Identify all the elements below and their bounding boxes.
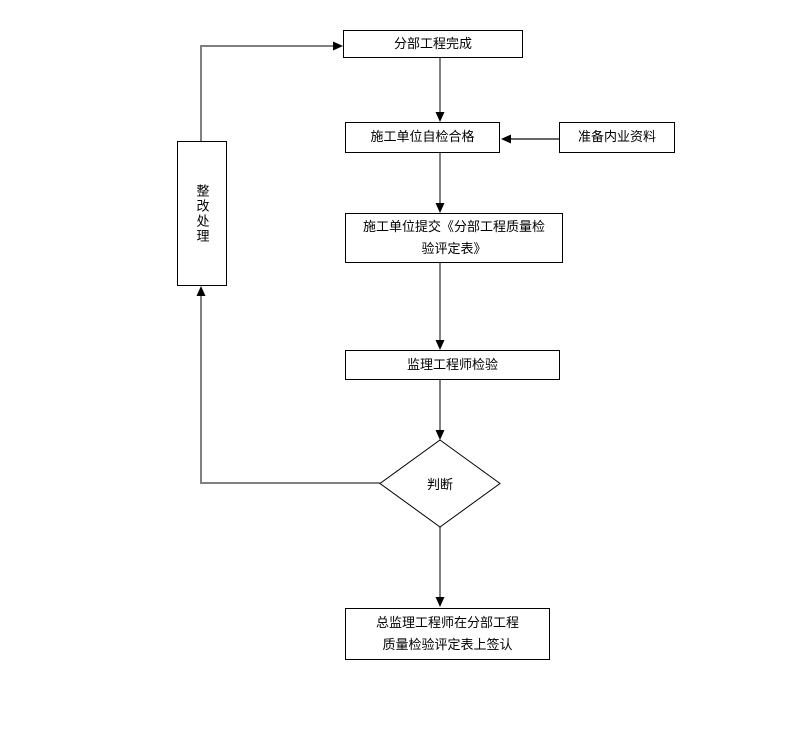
node-decision-label: 判断 [426, 477, 453, 492]
node-decision: 判断 [380, 440, 500, 527]
node-sign-off-label: 总监理工程师在分部工程 质量检验评定表上签认 [346, 612, 549, 656]
edge-prepare-docs-to-self-check [501, 134, 559, 144]
node-start: 分部工程完成 [343, 30, 523, 58]
edge-rectify-to-start [200, 41, 343, 141]
node-sign-off-line2: 质量检验评定表上签认 [382, 637, 513, 652]
node-sign-off: 总监理工程师在分部工程 质量检验评定表上签认 [345, 608, 550, 660]
node-submit-form-line2: 验评定表》 [421, 241, 487, 256]
edge-supervisor-check-to-decision [435, 380, 445, 440]
node-supervisor-check-label: 监理工程师检验 [406, 356, 498, 372]
node-prepare-docs: 准备内业资料 [559, 122, 675, 153]
node-rectify-label: 整改处理 [194, 183, 210, 244]
edge-self-check-to-submit-form [435, 153, 445, 213]
edge-decision-to-sign-off [435, 527, 445, 607]
node-prepare-docs-label: 准备内业资料 [577, 129, 656, 145]
node-submit-form-line1: 施工单位提交《分部工程质量检 [362, 218, 545, 234]
node-sign-off-line1: 总监理工程师在分部工程 [375, 614, 519, 630]
node-submit-form-label: 施工单位提交《分部工程质量检 验评定表》 [346, 216, 562, 260]
edge-decision-to-rectify [196, 286, 380, 484]
edge-submit-form-to-supervisor-check [435, 263, 445, 350]
node-start-label: 分部工程完成 [393, 35, 472, 51]
node-self-check-label: 施工单位自检合格 [370, 129, 475, 145]
decision-diamond-shape [379, 439, 501, 528]
node-submit-form: 施工单位提交《分部工程质量检 验评定表》 [345, 213, 563, 263]
node-self-check: 施工单位自检合格 [345, 122, 500, 153]
node-supervisor-check: 监理工程师检验 [345, 350, 560, 380]
node-rectify: 整改处理 [177, 141, 227, 286]
edge-start-to-self-check [435, 58, 445, 122]
